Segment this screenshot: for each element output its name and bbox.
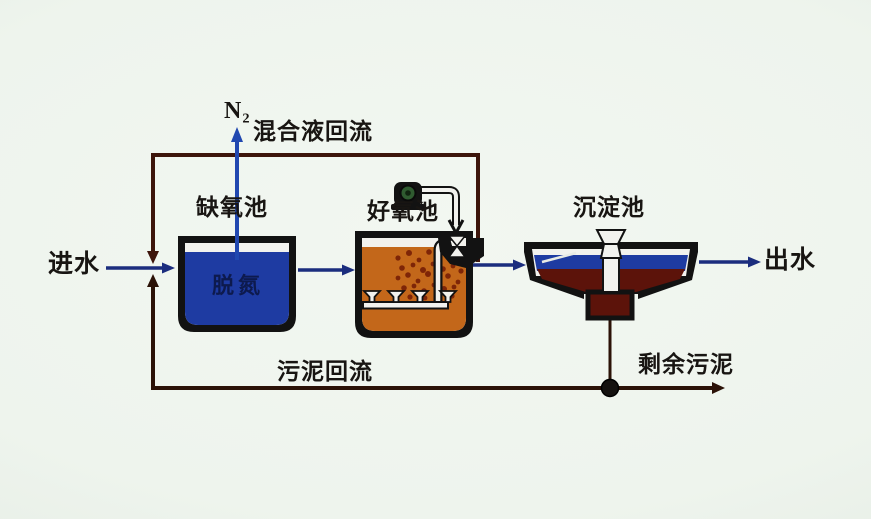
pipe-arrowhead bbox=[447, 219, 465, 237]
n2-arrow bbox=[231, 127, 243, 260]
skimmer-arm bbox=[541, 251, 577, 264]
excess-sludge-arrow bbox=[612, 382, 725, 394]
anoxic-tank-label: 缺氧池 bbox=[196, 195, 268, 220]
aerobic-to-sedimentation-arrow bbox=[466, 259, 526, 271]
mixed-liquor-recycle-line bbox=[147, 153, 480, 264]
anoxic-to-aerobic-arrow bbox=[298, 264, 355, 276]
junction-dot bbox=[600, 378, 620, 398]
diffuser-manifold bbox=[362, 301, 449, 310]
sedimentation-tank-graphic bbox=[524, 229, 698, 321]
sludge-hopper bbox=[585, 289, 635, 321]
mixed-liquor-recycle-label: 混合液回流 bbox=[253, 119, 373, 144]
denitrification-label: 脱氮 bbox=[211, 273, 264, 298]
center-feed-well bbox=[595, 229, 627, 293]
influent-arrow bbox=[106, 262, 175, 274]
sludge-return-line bbox=[147, 274, 612, 390]
effluent-arrow bbox=[699, 256, 761, 268]
recycle-down-arrowhead bbox=[147, 251, 159, 264]
sedimentation-tank-label: 沉淀池 bbox=[573, 195, 645, 220]
outlet-weir-box bbox=[438, 235, 484, 268]
excess-sludge-label: 剩余污泥 bbox=[638, 352, 734, 377]
effluent-label: 出水 bbox=[764, 247, 817, 274]
n2-label: N₂ bbox=[224, 98, 251, 124]
anoxic-tank-graphic bbox=[178, 236, 296, 332]
sludge-return-label: 污泥回流 bbox=[277, 359, 373, 384]
diffusers bbox=[361, 290, 459, 303]
influent-label: 进水 bbox=[48, 251, 101, 278]
air-pump-icon bbox=[391, 182, 465, 237]
aerobic-tank-label: 好氧池 bbox=[367, 199, 439, 224]
sludge-up-arrowhead bbox=[147, 274, 159, 287]
